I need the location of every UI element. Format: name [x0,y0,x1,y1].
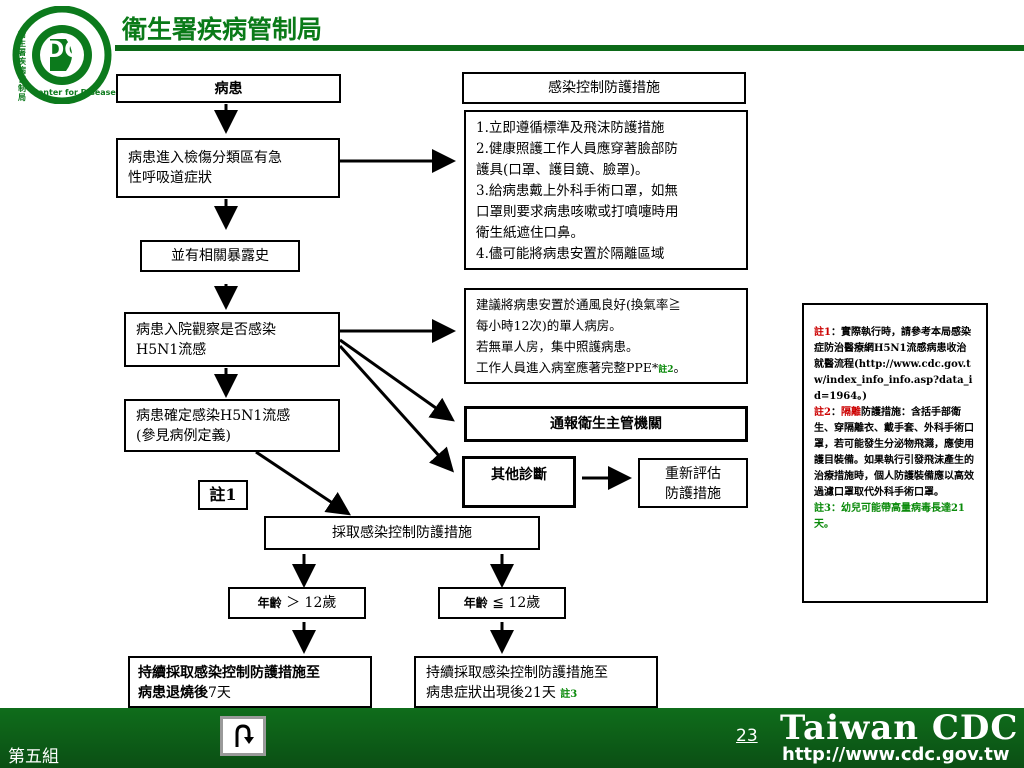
result-over-line-2: 病患退燒後 [138,685,208,701]
measures-title: 感染控制防護措施 [548,80,660,96]
note-2-word: 隔離 [840,407,861,418]
result-over-days: 7天 [208,685,231,701]
measure-item: 4.儘可能將病患安置於隔離區域 [476,246,665,262]
header-divider [115,45,1024,51]
age-over-box: 年齡 ＞ 12歲 [228,587,366,619]
symptom-line-1: 病患進入檢傷分類區有急 [128,150,282,166]
logo-text-en: Center for Disease Control [32,88,152,97]
measure-item: 衛生紙遮住口鼻。 [476,225,584,241]
page-number: 23 [736,726,758,746]
observe-box: 病患入院觀察是否感染 H5N1流感 [124,312,340,367]
footer-bar [0,708,1024,768]
measures-list-box: 1.立即遵循標準及飛沫防護措施 2.健康照護工作人員應穿著臉部防 護具(口罩、護… [464,110,748,270]
result-under-line-2: 病患症狀出現後21天 [426,685,556,701]
other-dx-label: 其他診斷 [491,467,547,483]
take-measures-box: 採取感染控制防護措施 [264,516,540,550]
reassess-line-2: 防護措施 [665,486,721,502]
page-title: 衛生署疾病管制局 [122,15,323,44]
measure-item: 3.給病患戴上外科手術口罩，如無 [476,183,678,199]
confirm-line-1: 病患確定感染H5N1流感 [136,408,291,424]
take-measures-label: 採取感染控制防護措施 [332,525,472,541]
note-2-label: 註2 [814,407,831,418]
confirm-line-2: (參見病例定義) [136,428,231,444]
patient-label: 病患 [214,80,243,97]
reassess-line-1: 重新評估 [665,466,721,482]
age-under-value: 12歲 [508,595,541,611]
measure-item: 護具(口罩、護目鏡、臉罩)。 [476,162,649,178]
age-under-prefix: 年齡 [463,596,488,610]
note1-badge-label: 註1 [209,485,237,504]
age-over-op: ＞ [286,595,301,611]
room-box: 建議將病患安置於通風良好(換氣率≧ 每小時12次)的單人病房。 若無單人房，集中… [464,288,748,384]
room-line-2: 每小時12次)的單人病房。 [476,318,622,333]
notes-box: 註1：實際執行時，請參考本局感染症防治醫療網H5N1流感病患收治就醫流程(htt… [802,303,988,603]
observe-line-2: H5N1流感 [136,342,207,358]
measure-item: 1.立即遵循標準及飛沫防護措施 [476,120,665,136]
note-1: 註1：實際執行時，請參考本局感染症防治醫療網H5N1流感病患收治就醫流程(htt… [814,325,976,405]
brand-url: http://www.cdc.gov.tw [782,744,1010,765]
measure-item: 口罩則要求病患咳嗽或打噴嚏時用 [476,204,679,220]
exposure-box: 並有相關暴露史 [140,240,300,272]
symptom-box: 病患進入檢傷分類區有急 性呼吸道症狀 [116,138,340,198]
note-2-text: 防護措施：含括手部衛生、穿隔離衣、戴手套、外科手術口罩，若可能發生分泌物飛濺，應… [814,407,974,498]
measure-item: 2.健康照護工作人員應穿著臉部防 [476,141,678,157]
note-1-label: 註1 [814,327,831,338]
brand-name: Taiwan CDC [780,708,1019,748]
room-line-1: 建議將病患安置於通風良好(換氣率≧ [476,297,681,312]
logo-text-cn: 衛生署疾病管制局 [18,30,26,102]
age-over-value: 12歲 [304,595,337,611]
other-dx-box: 其他診斷 [462,456,576,508]
result-over-line-1: 持續採取感染控制防護措施至 [138,665,320,681]
room-end: 。 [673,360,686,375]
logo-letters: DC [46,38,81,63]
measures-title-box: 感染控制防護措施 [462,72,746,104]
symptom-line-2: 性呼吸道症狀 [128,170,212,186]
cdc-logo: DC 衛生署疾病管制局 Center for Disease Control [8,5,152,105]
reassess-box: 重新評估 防護措施 [638,458,748,508]
patient-box: 病患 [116,74,341,103]
room-line-3: 若無單人房，集中照護病患。 [476,339,639,354]
room-line-4: 工作人員進入病室應著完整PPE* [476,360,659,375]
age-over-prefix: 年齡 [257,596,282,610]
return-button[interactable] [220,716,266,756]
return-arrow-icon [235,724,254,747]
room-note: 註2 [658,365,674,375]
exposure-label: 並有相關暴露史 [171,248,269,264]
report-box: 通報衛生主管機關 [464,406,748,442]
group-label: 第五組 [8,747,59,767]
age-under-box: 年齡 ≦ 12歲 [438,587,566,619]
result-under-note: 註3 [560,689,578,700]
note-1-text: ：實際執行時，請參考本局感染症防治醫療網H5N1流感病患收治就醫流程(http:… [814,327,973,402]
result-under-box: 持續採取感染控制防護措施至 病患症狀出現後21天 註3 [414,656,658,708]
confirm-box: 病患確定感染H5N1流感 (參見病例定義) [124,399,340,452]
note-3: 註3：幼兒可能帶高量病毒長達21天。 [814,503,965,530]
result-over-box: 持續採取感染控制防護措施至 病患退燒後7天 [128,656,372,708]
report-label: 通報衛生主管機關 [550,416,662,432]
note1-badge: 註1 [198,480,248,510]
observe-line-1: 病患入院觀察是否感染 [136,322,276,338]
note-2-colon: ： [830,407,841,418]
note-2: 註2：隔離防護措施：含括手部衛生、穿隔離衣、戴手套、外科手術口罩，若可能發生分泌… [814,405,976,501]
age-under-op: ≦ [492,595,504,611]
result-under-line-1: 持續採取感染控制防護措施至 [426,665,608,681]
